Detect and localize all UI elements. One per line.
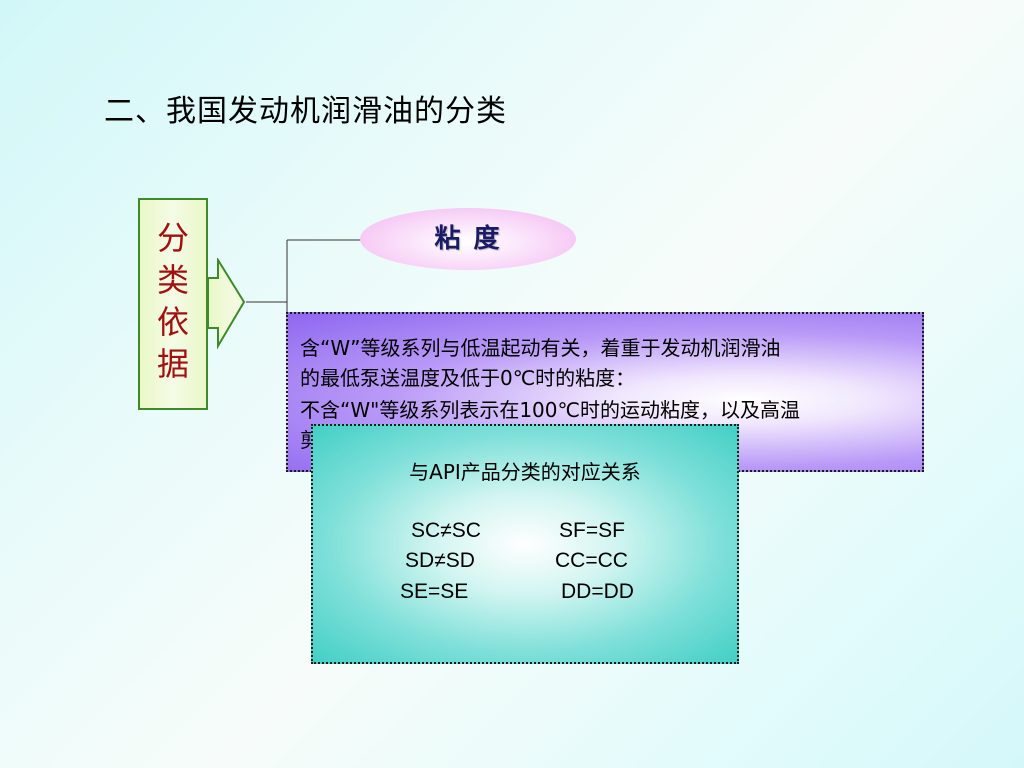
api-row-3-right: DD=DD xyxy=(561,580,634,603)
basis-char-4: 据 xyxy=(156,345,189,383)
basis-char-1: 分 xyxy=(156,219,189,257)
classification-basis-box: 分 类 依 据 xyxy=(138,198,208,410)
description-line-1: 含“W”等级系列与低温起动有关，着重于发动机润滑油 xyxy=(300,336,781,360)
api-row-3-left: SE=SE xyxy=(400,580,469,603)
slide-title: 二、我国发动机润滑油的分类 xyxy=(104,94,507,129)
viscosity-label: 粘 度 xyxy=(434,224,502,254)
api-correspondence-box: 与API产品分类的对应关系 SC≠SC SF=SF SD≠SD CC=CC SE… xyxy=(311,424,739,664)
api-row-2-right: CC=CC xyxy=(555,549,628,572)
description-line-2: 的最低泵送温度及低于0℃时的粘度： xyxy=(300,366,636,390)
api-row-2-left: SD≠SD xyxy=(405,549,475,572)
basis-char-2: 类 xyxy=(156,261,189,299)
right-arrow-icon xyxy=(207,258,246,350)
api-row-1-right: SF=SF xyxy=(559,519,625,542)
basis-char-3: 依 xyxy=(156,303,189,341)
viscosity-node: 粘 度 xyxy=(360,208,576,270)
api-row-1-left: SC≠SC xyxy=(411,519,481,542)
description-line-3: 不含“W"等级系列表示在100℃时的运动粘度，以及高温 xyxy=(300,398,800,422)
api-correspondence-title: 与API产品分类的对应关系 xyxy=(409,460,641,484)
